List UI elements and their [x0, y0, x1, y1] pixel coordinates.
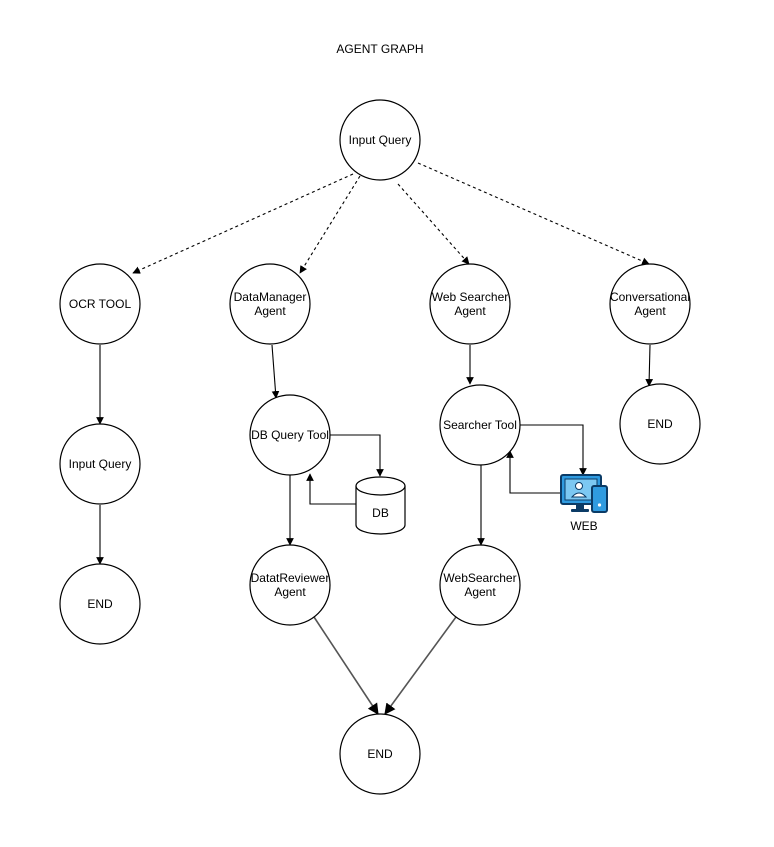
node-circle — [439, 544, 521, 626]
node-circle — [59, 263, 141, 345]
edge-input-query-root-to-web-searcher-agent — [397, 183, 470, 265]
node-circle — [59, 563, 141, 645]
node-circle — [429, 263, 511, 345]
node-circle — [339, 99, 421, 181]
web-node: WEB — [560, 474, 608, 533]
edge-db-query-tool-to-db — [330, 434, 384, 477]
node-label: Agent — [464, 585, 496, 599]
node-ocr-tool: OCR TOOL — [59, 263, 141, 345]
monitor-phone-web-icon — [560, 474, 608, 513]
edge-websearcher-agent-2-to-end-final — [384, 616, 457, 715]
edge-datareviewer-agent-to-end-final — [313, 616, 379, 715]
node-label: Agent — [634, 304, 666, 318]
edge-input-query-root-to-conversational-agent — [417, 162, 650, 265]
diagram-title: AGENT GRAPH — [336, 42, 423, 56]
node-label: END — [87, 597, 113, 611]
node-label: WebSearcher — [443, 571, 516, 585]
node-label: Agent — [274, 585, 306, 599]
edge-conversational-agent-to-end-conversational — [645, 344, 654, 387]
node-input-query-root: Input Query — [339, 99, 421, 181]
node-circle — [339, 713, 421, 795]
database-cylinder-icon — [355, 476, 406, 535]
node-db-query-tool: DB Query Tool — [249, 394, 331, 476]
web-label: WEB — [570, 519, 597, 533]
node-label: Web Searcher — [432, 290, 508, 304]
edge-input-query-root-to-datamanager-agent — [299, 175, 361, 274]
db-label: DB — [372, 506, 389, 520]
edge-datamanager-agent-to-db-query-tool — [271, 344, 280, 399]
node-label: Agent — [254, 304, 286, 318]
node-label: DB Query Tool — [251, 428, 329, 442]
node-label: OCR TOOL — [69, 297, 132, 311]
node-input-query-ocr: Input Query — [59, 423, 141, 505]
node-circle — [439, 384, 521, 466]
node-label: Conversational — [610, 290, 690, 304]
edge-web-to-searcher-tool — [506, 450, 561, 494]
node-circle — [609, 263, 691, 345]
node-label: Searcher Tool — [443, 418, 517, 432]
node-label: Input Query — [69, 457, 132, 471]
node-searcher-tool: Searcher Tool — [439, 384, 521, 466]
node-label: DataManager — [234, 290, 307, 304]
node-label: END — [647, 417, 673, 431]
node-label: Agent — [454, 304, 486, 318]
node-end-conversational: END — [619, 383, 701, 465]
node-end-ocr: END — [59, 563, 141, 645]
node-end-final: END — [339, 713, 421, 795]
node-circle — [229, 263, 311, 345]
db-node: DB — [355, 476, 406, 535]
node-label: DatatReviewer — [251, 571, 330, 585]
node-circle — [619, 383, 701, 465]
node-circle — [59, 423, 141, 505]
node-circle — [249, 544, 331, 626]
edge-searcher-tool-to-web — [520, 424, 587, 476]
edge-input-query-root-to-ocr-tool — [132, 173, 354, 274]
node-label: Input Query — [349, 133, 412, 147]
node-circle — [249, 394, 331, 476]
node-label: END — [367, 747, 393, 761]
edge-db-to-db-query-tool — [306, 473, 356, 505]
edges-layer — [96, 162, 654, 715]
